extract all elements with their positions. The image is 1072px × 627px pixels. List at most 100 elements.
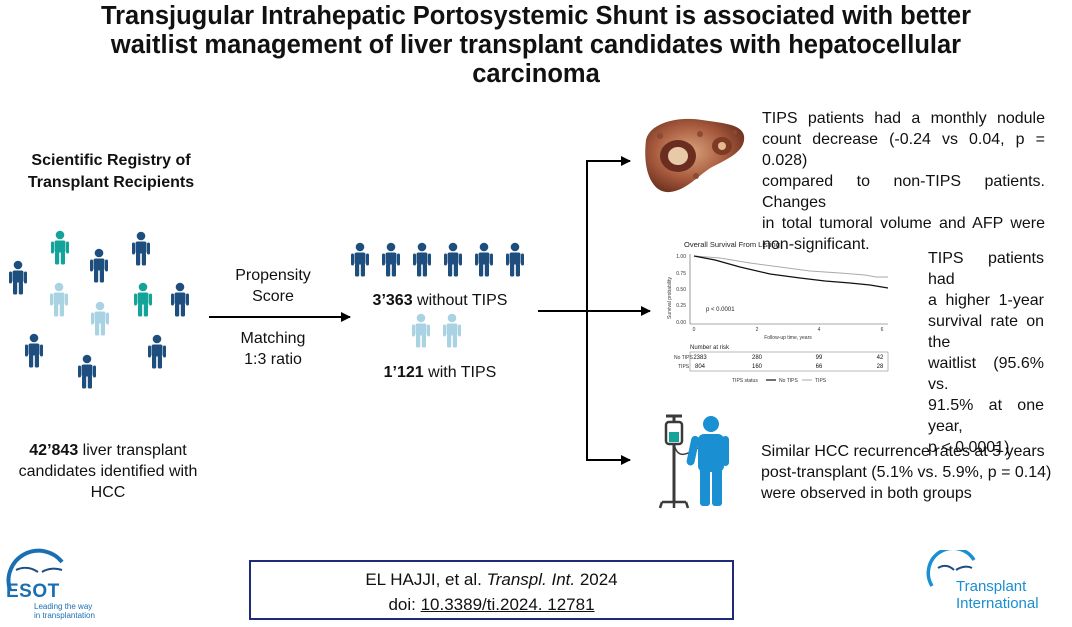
nodule-line-5: non-significant. [762,236,870,253]
person-icon [475,242,493,277]
esot-name: ESOT [6,581,60,602]
ti-logo-mark [926,550,976,587]
ratio-line: 1:3 ratio [244,351,302,368]
km-ytick: 0.50 [676,287,686,293]
risk-value: 42 [877,355,884,361]
km-legend-item: No TIPS [779,378,798,384]
person-icon [382,242,400,277]
esot-tagline: Leading the way in transplantation [34,602,95,620]
ti-line-2: International [956,595,1039,612]
recurrence-line-2: post-transplant (5.1% vs. 5.9%, p = 0.14… [761,464,1052,481]
ti-line-1: Transplant [956,578,1027,595]
risk-value: 2383 [693,355,707,361]
recurrence-finding-text: Similar HCC recurrence rates at 5 years … [761,441,1061,504]
title-line-3: carcinoma [472,60,600,88]
without-tips-label: 3’363 without TIPS [345,290,535,311]
recurrence-line-3: were observed in both groups [761,485,972,502]
candidates-count: 42’843 [29,442,79,459]
registry-title: Scientific Registry of Transplant Recipi… [6,150,216,194]
citation-authors: EL HAJJI, et al. [365,570,487,589]
with-tips-count: 1’121 [383,364,424,381]
survival-line-6: p < 0.0001) [928,439,1010,456]
propensity-line-2: Score [252,288,294,305]
citation-box: EL HAJJI, et al. Transpl. Int. 2024 doi:… [249,560,734,620]
ti-logo: Transplant International [926,550,1070,620]
with-tips-label: 1’121 with TIPS [345,362,535,383]
km-pvalue: p < 0.0001 [706,307,735,313]
with-tips-text: with TIPS [423,364,497,381]
candidates-text: 42’843 liver transplant candidates ident… [0,440,216,503]
survival-line-3: survival rate on the [928,313,1044,351]
registry-line-2: Transplant Recipients [27,174,195,191]
poster-title: Transjugular Intrahepatic Portosystemic … [0,2,1072,89]
km-ytick: 0.00 [676,320,686,326]
propensity-line-1: Propensity [235,267,311,284]
km-xtick: 4 [818,327,821,333]
registry-line-1: Scientific Registry of [31,152,191,169]
ti-wordmark: Transplant International [956,578,1039,612]
km-legend-title: TIPS status [732,378,758,384]
nodule-line-3: compared to non-TIPS patients. Changes [762,173,1045,211]
person-icon [443,313,461,348]
person-icon [412,313,430,348]
without-tips-text: without TIPS [412,292,508,309]
km-ylabel: Survival probability [667,277,673,319]
km-title: Overall Survival From Listing [684,240,780,249]
risk-value: 160 [752,364,763,370]
nodule-line-4: in total tumoral volume and AFP were [762,215,1045,232]
km-curve-tips [693,255,888,278]
km-xtick: 6 [881,327,884,333]
candidates-line-2: candidates identified with [18,463,198,480]
doi-line: doi: 10.3389/ti.2024. 12781 [251,592,732,617]
survival-line-4: waitlist (95.6% vs. [928,355,1044,393]
person-icon [506,242,524,277]
nodule-line-2: count decrease (-0.24 vs 0.04, p = 0.028… [762,131,1045,169]
risk-row-label: No TIPS [674,355,693,361]
km-xlabel: Follow-up time, years [764,335,812,341]
matching-ratio-label: Matching 1:3 ratio [213,328,333,370]
doi-link[interactable]: 10.3389/ti.2024. 12781 [420,595,595,614]
matching-line: Matching [240,330,306,347]
nodule-finding-text: TIPS patients had a monthly nodule count… [762,108,1045,255]
risk-value: 280 [752,355,763,361]
risk-value: 66 [816,364,823,370]
recurrence-line-1: Similar HCC recurrence rates at 5 years [761,443,1045,460]
without-tips-count: 3’363 [372,292,413,309]
liver-icon [645,118,745,193]
survival-line-5: 91.5% at one year, [928,397,1044,435]
nodule-line-1: TIPS patients had a monthly nodule [762,110,1045,127]
title-line-1: Transjugular Intrahepatic Portosystemic … [100,2,972,30]
doi-prefix: doi: [388,595,421,614]
km-xtick: 2 [756,327,759,333]
risk-value: 804 [695,364,706,370]
risk-value: 28 [877,364,884,370]
citation-year: 2024 [575,570,618,589]
person-icon [413,242,431,277]
patient-iv-icon [658,414,729,509]
risk-row-label: TIPS [678,364,690,370]
person-icon [351,242,369,277]
esot-tagline-2: in transplantation [34,611,95,620]
risk-value: 99 [816,355,823,361]
km-curve-no-tips [693,255,889,289]
km-survival-plot: Overall Survival From Listing Survival p… [667,240,889,384]
candidates-line-3: HCC [90,484,126,501]
km-ytick: 1.00 [676,254,686,260]
candidates-line-1: liver transplant [78,442,187,459]
km-legend-item: TIPS [815,378,827,384]
esot-tagline-1: Leading the way [34,602,93,611]
propensity-score-label: Propensity Score [213,265,333,307]
km-xtick: 0 [693,327,696,333]
title-line-2: waitlist management of liver transplant … [110,31,962,59]
citation-line: EL HAJJI, et al. Transpl. Int. 2024 [251,567,732,592]
survival-line-1: TIPS patients had [928,250,1044,288]
esot-logo: ESOT Leading the way in transplantation [2,548,122,624]
km-risk-title: Number at risk [690,345,730,351]
km-ytick: 0.25 [676,303,686,309]
survival-line-2: a higher 1-year [928,292,1044,309]
km-ytick: 0.75 [676,271,686,277]
survival-finding-text: TIPS patients had a higher 1-year surviv… [928,248,1044,458]
person-icon [444,242,462,277]
citation-journal: Transpl. Int. [486,570,576,589]
